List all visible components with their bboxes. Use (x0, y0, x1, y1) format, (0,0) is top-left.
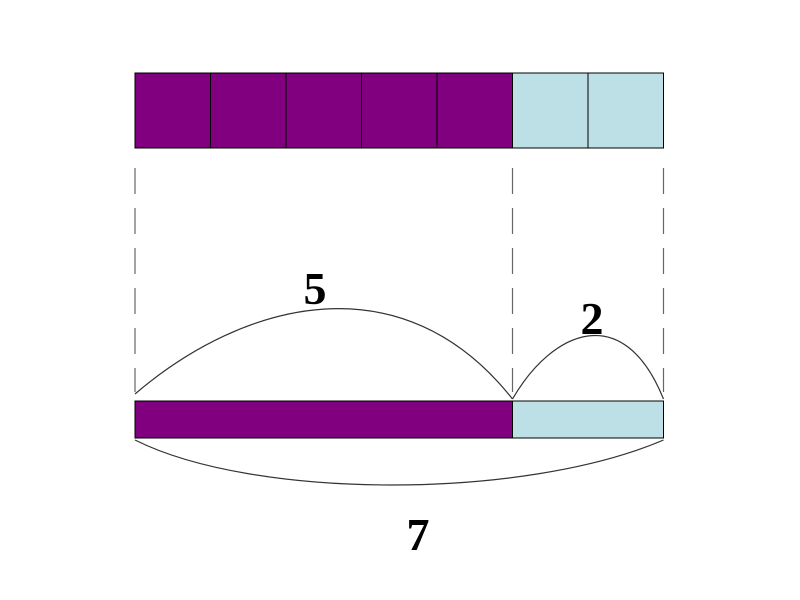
dashed-guide-lines (134, 168, 665, 392)
bottom-combined-bar (134, 400, 664, 439)
braces (134, 308, 665, 486)
label-part-b: 2 (581, 293, 604, 344)
label-part-a: 5 (304, 263, 327, 314)
top-unit-bar (134, 72, 664, 149)
unit-square-4 (361, 72, 438, 149)
bar-segment-part-a (134, 400, 513, 439)
brace-part-b (511, 334, 665, 400)
label-total: 7 (407, 509, 430, 560)
unit-square-1 (134, 72, 211, 149)
unit-square-2 (210, 72, 287, 149)
bar-segment-part-b (512, 400, 664, 439)
unit-square-7 (587, 72, 664, 149)
brace-part-a (134, 308, 513, 400)
unit-square-3 (285, 72, 362, 149)
brace-total (134, 439, 664, 486)
unit-square-5 (436, 72, 513, 149)
unit-square-6 (512, 72, 589, 149)
